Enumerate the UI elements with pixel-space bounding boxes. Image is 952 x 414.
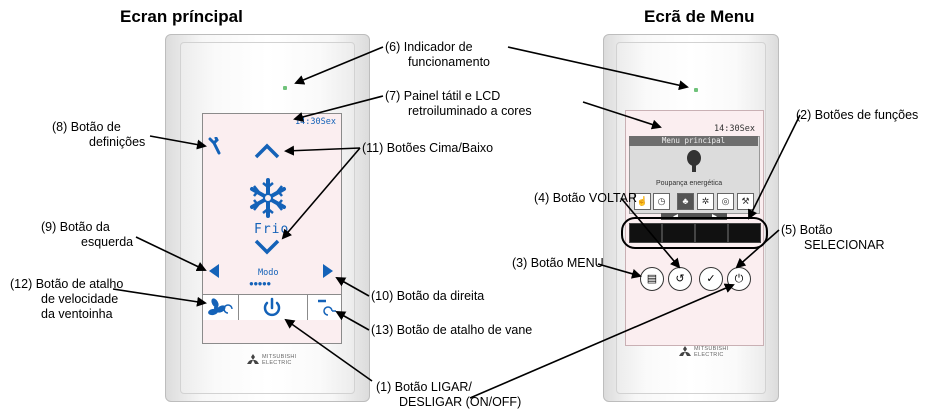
button-row-divider (202, 294, 342, 295)
wrench-icon[interactable] (207, 137, 223, 155)
vane-shortcut-button[interactable] (314, 297, 340, 319)
left-button[interactable] (208, 263, 220, 279)
page-indicator-dots: ●●●●● (249, 279, 271, 288)
mode-value-text: Frio (254, 222, 290, 237)
menu-operation-indicator-led (694, 88, 698, 92)
select-button[interactable]: ✓ (699, 267, 723, 291)
menu-screen-heading: Ecrã de Menu (644, 7, 755, 26)
label-on-off-button: (1) Botão LIGAR/DESLIGAR (ON/OFF) (376, 380, 522, 409)
menu-service-icon: ⚒ (737, 193, 754, 210)
menu-maintenance-icon: ◎ (717, 193, 734, 210)
down-arrow-button[interactable] (254, 239, 280, 255)
label-vane-shortcut: (13) Botão de atalho de vane (371, 323, 533, 337)
menu-nav-bar (661, 213, 727, 220)
function-button-f2[interactable] (662, 223, 695, 243)
function-button-f4[interactable] (728, 223, 761, 243)
menu-hand-icon: ☝ (634, 193, 651, 210)
brand-name-bottom: ELECTRIC (262, 360, 292, 366)
label-menu-button: (3) Botão MENU (512, 256, 604, 270)
main-screen-heading: Ecran príncipal (120, 7, 243, 26)
fan-speed-shortcut-button[interactable] (207, 297, 235, 319)
up-arrow-button[interactable] (254, 143, 280, 159)
right-button[interactable] (322, 263, 334, 279)
menu-timer-icon: ◷ (653, 193, 670, 210)
mitsubishi-logo-icon (247, 354, 259, 364)
menu-clock: 14:30Sex (714, 124, 755, 134)
label-right-button: (10) Botão da direita (371, 289, 485, 303)
label-function-buttons: (2) Botões de funções (796, 108, 919, 122)
main-clock: 14:30Sex (295, 117, 336, 127)
menu-energy-icon: ♣ (677, 193, 694, 210)
menu-brand-name-bottom: ELECTRIC (694, 352, 724, 358)
menu-item-label: Poupança energética (656, 180, 723, 187)
fan-speed-icon (208, 298, 233, 316)
menu-title-bar: Menu principal (629, 136, 758, 146)
function-button-f3[interactable] (695, 223, 728, 243)
function-buttons-highlight (621, 217, 768, 249)
menu-gear-icon: ✲ (697, 193, 714, 210)
mode-label-text: Modo (258, 268, 279, 278)
menu-brand-name-top: MITSUBISHI (694, 346, 729, 352)
on-off-button[interactable] (260, 297, 284, 319)
label-up-down-buttons: (11) Botões Cima/Baixo (362, 141, 494, 155)
label-return-button: (4) Botão VOLTAR (534, 191, 638, 205)
power-icon (263, 297, 281, 317)
shortcut-divider-right (307, 295, 308, 320)
snowflake-mode-icon (250, 178, 286, 218)
brand-name-top: MITSUBISHI (262, 354, 297, 360)
energy-saving-icon (687, 150, 701, 172)
operation-indicator-led (283, 86, 287, 90)
menu-button[interactable]: ▤ (640, 267, 664, 291)
menu-mitsubishi-logo-icon (679, 346, 691, 356)
vane-icon (318, 299, 336, 316)
shortcut-divider-left (238, 295, 239, 320)
